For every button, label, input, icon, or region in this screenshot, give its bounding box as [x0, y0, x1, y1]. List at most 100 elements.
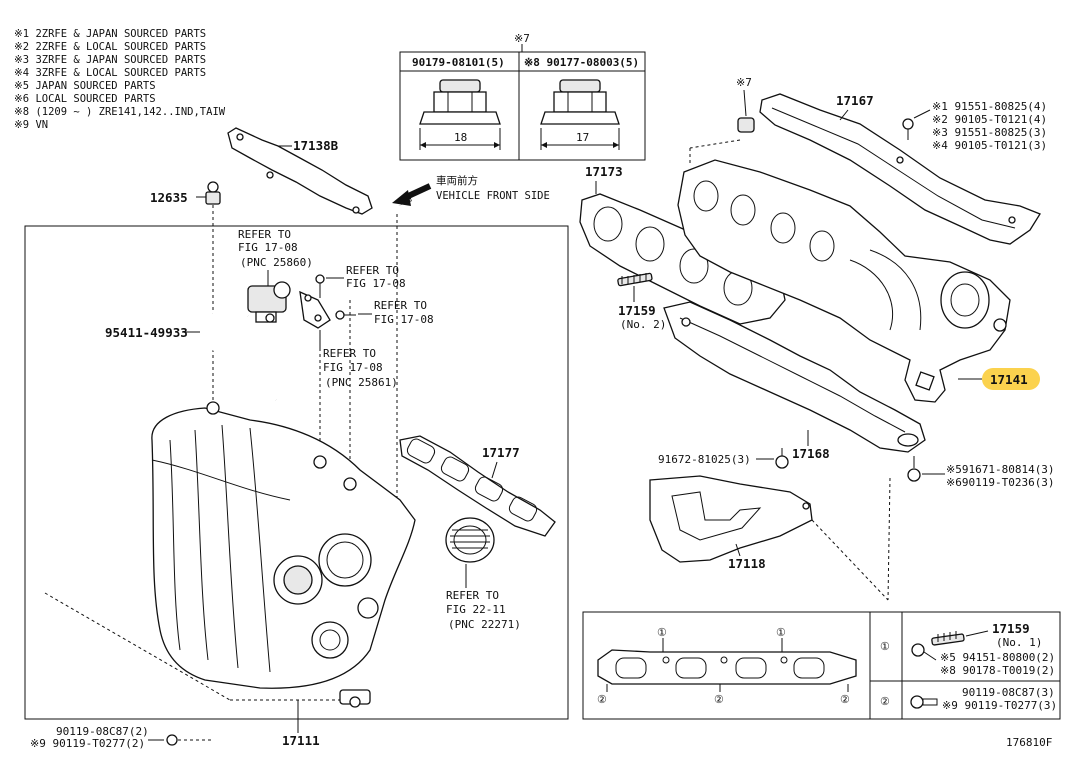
label-17141[interactable]: 17141 [990, 372, 1028, 387]
row2-key: ② [880, 695, 890, 708]
heat-insulator-17168[interactable] [663, 301, 926, 453]
bolt-91672-icon[interactable] [775, 448, 789, 469]
gasket-circle-2b: ② [714, 693, 724, 706]
label-bolt-bl-1[interactable]: 90119-08C87(2) [56, 725, 149, 738]
nut-table-mark: ※7 [514, 32, 530, 45]
note-3: ※3 3ZRFE & JAPAN SOURCED PARTS [14, 54, 206, 66]
gasket-circle-1a: ① [657, 626, 667, 639]
bracket-vsv[interactable] [299, 290, 331, 329]
bolt-bl-icon[interactable] [166, 734, 214, 746]
heat-insulator-17167[interactable] [759, 93, 1041, 245]
label-17159-no1[interactable]: 17159 [992, 621, 1030, 636]
label-17118[interactable]: 17118 [728, 556, 766, 571]
label-mark7: ※7 [736, 76, 752, 89]
gasket-circle-1b: ① [776, 626, 786, 639]
gasket-plate-17159[interactable] [597, 638, 857, 692]
intake-gasket-17177[interactable] [399, 435, 556, 537]
label-17167[interactable]: 17167 [836, 93, 874, 108]
gasket-circle-2c: ② [840, 693, 850, 706]
label-bolt-bl-2[interactable]: ※9 90119-T0277(2) [30, 737, 145, 750]
ref-1-line1: REFER TO [238, 228, 291, 241]
gasket-table: ① ① ② ② ② ① ② 17159 (No. 1) ※5 94151-808… [582, 611, 1061, 720]
bolt-row2-icon[interactable] [910, 695, 938, 709]
exhaust-gasket-17173[interactable] [579, 193, 786, 325]
plug-12635-icon[interactable] [205, 181, 221, 205]
ref-block-1[interactable]: REFER TO FIG 17-08 (PNC 25860) [238, 228, 313, 269]
ref-5-line2: FIG 22-11 [446, 603, 506, 616]
label-17159-no2[interactable]: 17159 [618, 303, 656, 318]
label-heat-bolt-3[interactable]: ※3 91551-80825(3) [932, 126, 1047, 139]
note-8: ※8 (1209 ~ ) ZRE141,142..IND,TAIW [14, 106, 226, 118]
nut-left-header[interactable]: 90179-08101(5) [412, 56, 505, 69]
nut-left-size: 18 [454, 131, 467, 144]
front-side-jp: 車両前方 [436, 174, 478, 187]
nut-right-header[interactable]: ※8 90177-08003(5) [524, 56, 639, 69]
label-17168[interactable]: 17168 [792, 446, 830, 461]
bracket-17118[interactable] [649, 475, 813, 563]
vsv-valve[interactable] [247, 281, 291, 323]
label-heat-bolt-4[interactable]: ※4 90105-T0121(3) [932, 139, 1047, 152]
note-2: ※2 2ZRFE & LOCAL SOURCED PARTS [14, 41, 206, 53]
label-17159-no2-sub: (No. 2) [620, 318, 666, 331]
stud-17159-no2-icon[interactable] [617, 272, 653, 287]
note-5: ※5 JAPAN SOURCED PARTS [14, 80, 156, 92]
bolt-vsv-icon[interactable] [315, 274, 356, 320]
label-heat-bolt-1[interactable]: ※1 91551-80825(4) [932, 100, 1047, 113]
ref-4-line1: REFER TO [323, 347, 376, 360]
stud-17159-no1-icon[interactable] [931, 631, 965, 646]
label-12635[interactable]: 12635 [150, 190, 188, 205]
row1-key: ① [880, 640, 890, 653]
label-17173[interactable]: 17173 [585, 164, 623, 179]
ref-block-3[interactable]: REFER TO FIG 17-08 [374, 299, 434, 326]
note-6: ※6 LOCAL SOURCED PARTS [14, 93, 156, 105]
label-17177[interactable]: 17177 [482, 445, 520, 460]
row2-part-2[interactable]: ※9 90119-T0277(3) [942, 699, 1057, 712]
ref-4-line3: (PNC 25861) [325, 376, 398, 389]
bracket-17138b[interactable] [227, 127, 373, 215]
label-91672-81025[interactable]: 91672-81025(3) [658, 453, 751, 466]
front-side-en: VEHICLE FRONT SIDE [436, 190, 550, 202]
ref-4-line2: FIG 17-08 [323, 361, 383, 374]
ref-5-line3: (PNC 22271) [448, 618, 521, 631]
nut-right-size: 17 [576, 131, 589, 144]
label-17138b[interactable]: 17138B [293, 138, 339, 153]
intake-assembly-frame [24, 225, 569, 720]
bolt-heat-insulator-icon[interactable] [902, 118, 914, 140]
flange-nut-right-icon [540, 79, 620, 150]
front-side-indicator: 車両前方 VEHICLE FRONT SIDE [392, 174, 550, 206]
row1-part-2[interactable]: ※8 90178-T0019(2) [940, 664, 1055, 677]
label-heat-bolt-2[interactable]: ※2 90105-T0121(4) [932, 113, 1047, 126]
label-bolt-right-1[interactable]: ※591671-80814(3) [946, 463, 1055, 476]
exhaust-manifold-17141[interactable] [677, 159, 1011, 403]
ref-2-line1: REFER TO [346, 264, 399, 277]
label-95411-49933[interactable]: 95411-49933 [105, 325, 188, 340]
ref-3-line1: REFER TO [374, 299, 427, 312]
ref-1-line3: (PNC 25860) [240, 256, 313, 269]
ref-5-line1: REFER TO [446, 589, 499, 602]
ref-block-2[interactable]: REFER TO FIG 17-08 [346, 264, 406, 290]
row2-part-1[interactable]: 90119-08C87(3) [962, 686, 1055, 699]
ref-block-5[interactable]: REFER TO FIG 22-11 (PNC 22271) [446, 589, 521, 631]
label-17159-no1-sub: (No. 1) [996, 636, 1042, 649]
bolt-17168-icon[interactable] [907, 456, 921, 482]
intake-manifold-17111[interactable] [151, 401, 416, 708]
ref-1-line2: FIG 17-08 [238, 241, 298, 254]
ref-2-line2: FIG 17-08 [346, 277, 406, 290]
label-bolt-right-2[interactable]: ※690119-T0236(3) [946, 476, 1055, 489]
highlight-17141 [982, 368, 1040, 390]
notes-legend: ※1 2ZRFE & JAPAN SOURCED PARTS ※2 2ZRFE … [14, 28, 226, 131]
row1-part-1[interactable]: ※5 94151-80800(2) [940, 651, 1055, 664]
nut-mark7-icon[interactable] [737, 117, 755, 133]
nut-row1-icon[interactable] [911, 643, 925, 657]
vacuum-hose[interactable] [202, 311, 277, 401]
nut-table: ※7 90179-08101(5) ※8 90177-08003(5) 18 [399, 32, 646, 161]
flange-nut-left-icon [419, 79, 501, 150]
note-9: ※9 VN [14, 119, 48, 131]
figure-code: 176810F [1006, 736, 1052, 749]
ref-block-4[interactable]: REFER TO FIG 17-08 (PNC 25861) [323, 347, 398, 389]
throttle-gasket[interactable] [445, 517, 495, 563]
label-17111[interactable]: 17111 [282, 733, 320, 748]
ref-3-line2: FIG 17-08 [374, 313, 434, 326]
note-4: ※4 3ZRFE & LOCAL SOURCED PARTS [14, 67, 206, 79]
